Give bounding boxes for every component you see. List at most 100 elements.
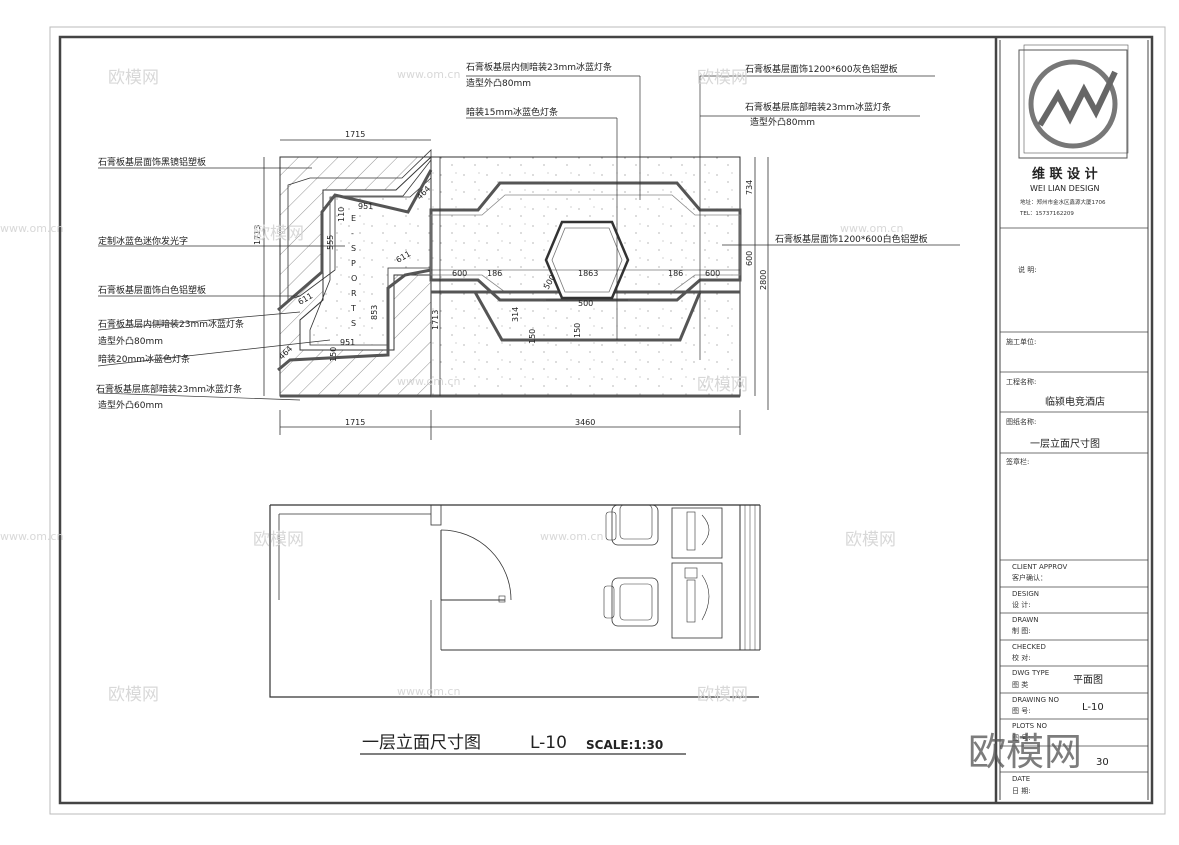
dim: 150: [329, 347, 338, 362]
dim: 1713: [431, 310, 440, 330]
dim: 186: [668, 269, 683, 278]
annotation: 暗装20mm冰蓝色灯条: [98, 353, 190, 365]
dim: 1863: [578, 269, 598, 278]
floor-plan: [269, 504, 761, 698]
tb-label: 设 计:: [1012, 600, 1031, 609]
desk-top: [671, 507, 723, 559]
tb-label: PLOTS NO: [1012, 722, 1048, 730]
watermark-logo: 欧模网: [108, 68, 159, 88]
annotation: 石膏板基层面饰1200*600白色铝塑板: [775, 233, 928, 245]
annotation: 石膏板基层内侧暗装23mm冰蓝灯条: [98, 318, 244, 330]
dim: 951: [358, 202, 373, 211]
outer-sheet-border: [49, 26, 1166, 815]
dim: 314: [511, 307, 520, 322]
dim: 500: [578, 299, 593, 308]
annotation: 造型外凸80mm: [98, 335, 163, 347]
dim: 951: [340, 338, 355, 347]
watermark-logo-large: 欧模网: [968, 730, 1082, 774]
company-tel: TEL：15737162209: [1019, 211, 1074, 217]
tb-label: 图 号:: [1012, 734, 1031, 742]
project-name: 临颍电竞酒店: [1045, 395, 1105, 408]
watermark-logo: 欧模网: [697, 68, 748, 88]
dim: 853: [370, 305, 379, 320]
gaming-chair-top: [605, 504, 659, 546]
tb-label: 客户确认：: [1012, 573, 1047, 582]
annotation: 暗装15mm冰蓝色灯条: [466, 106, 558, 118]
tb-label: 图纸名称:: [1006, 417, 1036, 426]
dim: 600: [705, 269, 720, 278]
dim: 3460: [575, 418, 595, 427]
watermark-logo: 欧模网: [697, 685, 748, 705]
hexagon-feature: [544, 220, 630, 300]
tb-label: 日 期:: [1012, 787, 1031, 795]
annotation-leaders: [97, 75, 960, 401]
company-logo: [1018, 44, 1129, 159]
tb-label: 图 号:: [1012, 707, 1031, 715]
watermark-logo: 欧模网: [253, 530, 304, 550]
watermark-logo: 欧模网: [697, 375, 748, 395]
watermark-url: www.om.cn: [540, 530, 603, 543]
svg-text:E: E: [351, 214, 356, 223]
watermarks: 欧模网 欧模网 欧模网 欧模网 欧模网 欧模网 欧模网 欧模网 www.om.c…: [0, 68, 1082, 774]
door-swing: [440, 529, 512, 603]
svg-text:P: P: [351, 259, 356, 268]
tb-label: 施工单位:: [1006, 337, 1036, 346]
annotation: 石膏板基层面饰白色铝塑板: [98, 284, 206, 296]
watermark-url: www.om.cn: [0, 222, 63, 235]
dwg-type-value: 平面图: [1073, 674, 1103, 686]
dim: 555: [326, 235, 335, 250]
watermark-logo: 欧模网: [108, 685, 159, 705]
drawing-title-group: 一层立面尺寸图 L-10 SCALE:1:30: [360, 733, 686, 755]
dim: 1715: [345, 418, 365, 427]
desk-bottom: [671, 562, 723, 639]
drawing-code: L-10: [530, 733, 567, 753]
watermark-url: www.om.cn: [397, 68, 460, 81]
annotation: 石膏板基层内侧暗装23mm冰蓝灯条: [466, 61, 612, 73]
dim: 110: [337, 207, 346, 222]
watermark-url: www.om.cn: [0, 530, 63, 543]
tb-label: 说 明:: [1018, 265, 1037, 274]
dim: 150: [573, 323, 582, 338]
annotation: 定制冰蓝色迷你发光字: [98, 235, 188, 247]
tb-label: CLIENT APPROV: [1012, 563, 1067, 571]
watermark-logo: 欧模网: [845, 530, 896, 550]
dim: 600: [452, 269, 467, 278]
dimension-labels: 1715 1713 951 464 110 555 611 611 853 95…: [253, 130, 768, 427]
annotation: 造型外凸80mm: [466, 77, 531, 89]
svg-text:-: -: [351, 229, 354, 238]
drawing-title: 一层立面尺寸图: [362, 733, 481, 753]
svg-text:T: T: [350, 304, 356, 313]
tb-label: 校 对:: [1012, 653, 1031, 662]
annotation-labels: 石膏板基层面饰黑镜铝塑板 定制冰蓝色迷你发光字 石膏板基层面饰白色铝塑板 石膏板…: [96, 61, 928, 411]
dim: 1715: [345, 130, 365, 139]
tb-label: 工程名称:: [1006, 377, 1036, 386]
dim: 150: [528, 329, 537, 344]
annotation: 造型外凸60mm: [98, 399, 163, 411]
watermark-url: www.om.cn: [840, 222, 903, 235]
company-name-cn: 维 联 设 计: [1032, 166, 1098, 182]
tb-label: 签章栏:: [1006, 457, 1029, 466]
drawing-no-value: L-10: [1082, 702, 1104, 713]
tb-label: DWG TYPE: [1012, 669, 1049, 677]
sheet-name: 一层立面尺寸图: [1030, 437, 1100, 450]
annotation: 石膏板基层面饰1200*600灰色铝塑板: [745, 63, 898, 75]
elevation-drawing: E - S P O R T S 石膏板基层面饰黑镜铝塑板 定制冰蓝色迷你发光字 …: [96, 61, 960, 440]
esports-sign: E - S P O R T S: [350, 214, 357, 328]
annotation: 造型外凸80mm: [750, 116, 815, 128]
dim: 1713: [253, 225, 262, 245]
tb-label: CHECKED: [1012, 643, 1046, 651]
annotation: 石膏板基层底部暗装23mm冰蓝灯条: [745, 101, 891, 113]
tb-label: DATE: [1012, 775, 1030, 783]
watermark-url: www.om.cn: [397, 685, 460, 698]
watermark-logo: 欧模网: [253, 224, 304, 244]
tb-label: DESIGN: [1012, 590, 1039, 598]
plots-no-value: 30: [1096, 757, 1109, 768]
watermark-url: www.om.cn: [397, 375, 460, 388]
dim: 600: [745, 251, 754, 266]
tb-label: 制 图:: [1012, 626, 1031, 635]
svg-text:R: R: [351, 289, 357, 298]
inner-drawing-frame: [58, 35, 1154, 805]
dim: 2800: [759, 270, 768, 290]
tb-label: 图 类: [1012, 680, 1028, 689]
